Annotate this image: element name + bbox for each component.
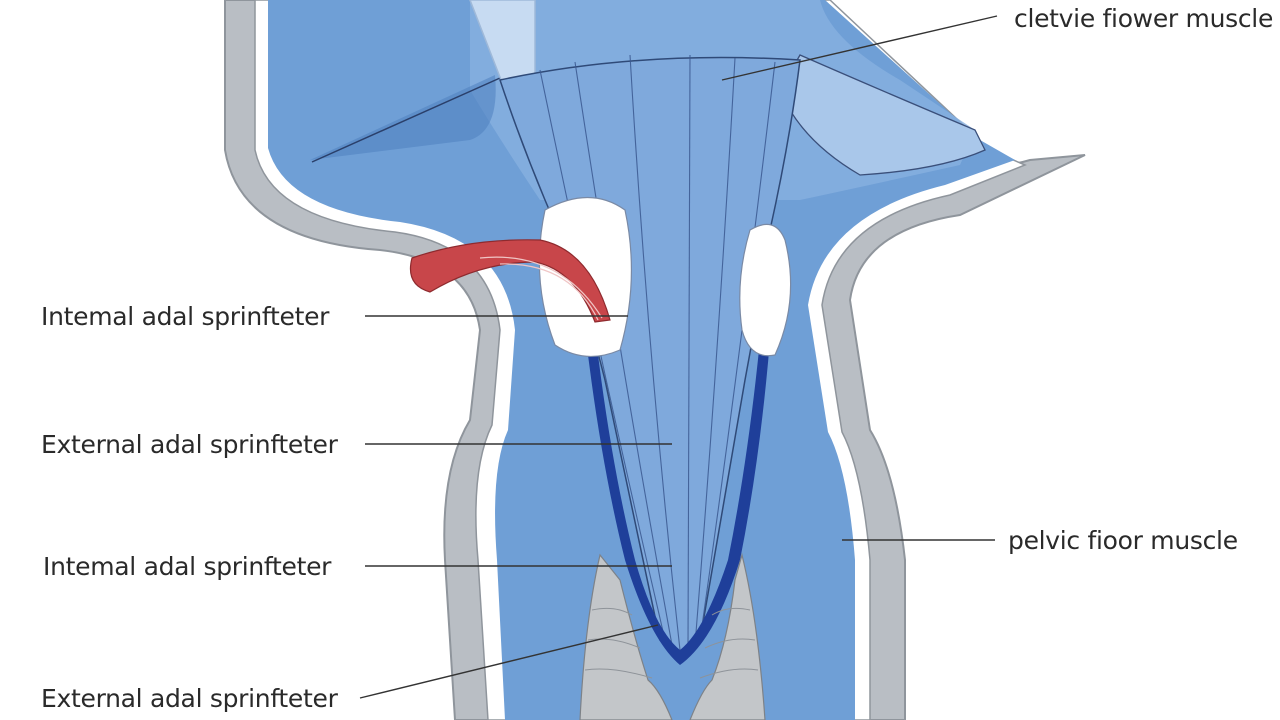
vessel-highlights	[479, 256, 603, 321]
red-vessel	[409, 239, 611, 323]
right-grey-tissue	[689, 552, 766, 720]
leader-top-right	[721, 15, 998, 81]
left-grey-tissue	[579, 553, 673, 720]
label-top-right: cletvie fiower muscle	[1014, 4, 1274, 33]
label-left-2: External adal sprinfteter	[41, 430, 338, 459]
left-shadow-wedge	[310, 75, 496, 160]
left-shadow-line	[311, 77, 501, 163]
tissue-striations	[584, 607, 759, 679]
label-right: pelvic fioor muscle	[1008, 526, 1238, 555]
label-left-4: External adal sprinfteter	[41, 684, 338, 713]
leader-left-4	[359, 624, 659, 699]
label-left-1: Intemal adal sprinfteter	[41, 302, 330, 331]
label-left-3: Intemal adal sprinfteter	[43, 552, 332, 581]
internal-sphincter-band	[585, 330, 770, 665]
right-mucosal-fold	[739, 223, 792, 357]
funnel-fibers	[539, 54, 776, 651]
upper-right-flap	[779, 54, 986, 176]
leader-lines	[359, 15, 998, 699]
